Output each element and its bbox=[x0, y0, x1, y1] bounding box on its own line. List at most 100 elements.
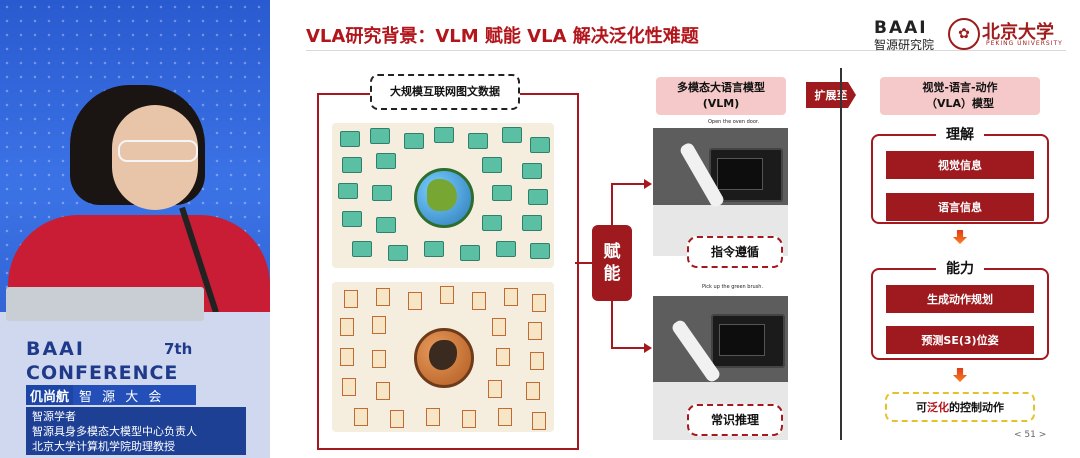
image-icon bbox=[404, 133, 424, 149]
pose-prediction-bar: 预测SE(3)位姿 bbox=[886, 326, 1034, 354]
conference-word: CONFERENCE bbox=[26, 362, 179, 384]
final-suffix: 的控制动作 bbox=[949, 401, 1004, 414]
connector-line bbox=[611, 183, 613, 225]
caption-line-3: 北京大学计算机学院助理教授 bbox=[26, 437, 246, 455]
slide-title: VLA研究背景：VLM 赋能 VLA 解决泛化性难题 bbox=[306, 26, 699, 47]
image-icon bbox=[388, 245, 408, 261]
down-arrow-icon bbox=[953, 230, 967, 244]
laptop bbox=[6, 287, 204, 321]
photo-caption-1: Open the oven door. bbox=[708, 119, 760, 125]
final-highlight: 泛化 bbox=[927, 401, 949, 414]
data-label: 大规模互联网图文数据 bbox=[370, 74, 520, 110]
globe-icon bbox=[414, 328, 474, 388]
image-icon bbox=[376, 153, 396, 169]
vertical-divider bbox=[840, 68, 842, 440]
image-icon bbox=[338, 183, 358, 199]
image-icon bbox=[522, 215, 542, 231]
baai-logo-subtitle: 智源研究院 bbox=[874, 38, 935, 52]
image-icon bbox=[424, 241, 444, 257]
document-icon bbox=[376, 288, 390, 306]
text-data-panel bbox=[332, 282, 554, 432]
image-icon bbox=[370, 128, 390, 144]
oven bbox=[711, 314, 785, 368]
generalizable-control-box: 可泛化的控制动作 bbox=[885, 392, 1035, 422]
document-icon bbox=[504, 288, 518, 306]
empower-char-1: 赋 bbox=[603, 242, 621, 262]
expand-arrow: 扩展至 bbox=[806, 82, 856, 108]
document-icon bbox=[408, 292, 422, 310]
image-icon bbox=[352, 241, 372, 257]
image-icon bbox=[530, 137, 550, 153]
understanding-title: 理解 bbox=[936, 124, 984, 144]
document-icon bbox=[498, 408, 512, 426]
glasses bbox=[118, 140, 198, 162]
image-icon bbox=[340, 131, 360, 147]
image-icon bbox=[492, 185, 512, 201]
document-icon bbox=[440, 286, 454, 304]
image-icon bbox=[372, 185, 392, 201]
image-icon bbox=[482, 157, 502, 173]
empower-block: 赋 能 bbox=[592, 225, 632, 301]
pku-logo-subtitle: PEKING UNIVERSITY bbox=[986, 40, 1063, 47]
vla-title: 视觉-语言-动作 bbox=[922, 81, 998, 94]
document-icon bbox=[344, 290, 358, 308]
connector-line bbox=[611, 183, 645, 185]
document-icon bbox=[532, 294, 546, 312]
pku-logo: 北京大学 bbox=[982, 22, 1054, 43]
oven-window bbox=[719, 324, 765, 356]
document-icon bbox=[488, 380, 502, 398]
document-icon bbox=[426, 408, 440, 426]
event-subtitle: 智 源 大 会 bbox=[73, 385, 196, 405]
connector-line bbox=[611, 301, 613, 349]
presentation-slide: VLA研究背景：VLM 赋能 VLA 解决泛化性难题 BAAI 智源研究院 ✿ … bbox=[270, 0, 1080, 458]
caption-line-2: 智源具身多模态大模型中心负责人 bbox=[26, 422, 246, 440]
conference-edition: 7th bbox=[164, 340, 193, 358]
document-icon bbox=[342, 378, 356, 396]
image-icon bbox=[460, 245, 480, 261]
speaker-name-bar: 仉尚航 智 源 大 会 bbox=[26, 385, 196, 405]
conference-brand: BAAI bbox=[26, 338, 85, 360]
language-info-bar: 语言信息 bbox=[886, 193, 1034, 221]
title-divider bbox=[306, 50, 1066, 51]
final-prefix: 可 bbox=[916, 401, 927, 414]
document-icon bbox=[530, 352, 544, 370]
speaker-video: BAAI 7th CONFERENCE 仉尚航 智 源 大 会 智源学者 智源具… bbox=[0, 0, 270, 458]
image-icon bbox=[342, 157, 362, 173]
image-icon bbox=[496, 241, 516, 257]
image-icon bbox=[434, 127, 454, 143]
vlm-subtitle: (VLM) bbox=[702, 97, 740, 110]
instruction-following-pill: 指令遵循 bbox=[687, 236, 783, 268]
document-icon bbox=[390, 410, 404, 428]
pku-seal-icon: ✿ bbox=[948, 18, 980, 50]
image-data-panel bbox=[332, 123, 554, 268]
baai-logo: BAAI bbox=[874, 18, 928, 38]
connector-line bbox=[611, 347, 645, 349]
image-icon bbox=[502, 127, 522, 143]
document-icon bbox=[372, 350, 386, 368]
document-icon bbox=[528, 322, 542, 340]
vlm-box: 多模态大语言模型 (VLM) bbox=[656, 77, 786, 115]
speaker-name: 仉尚航 bbox=[26, 385, 74, 405]
connector-line bbox=[575, 262, 592, 264]
image-icon bbox=[528, 189, 548, 205]
image-icon bbox=[468, 133, 488, 149]
caption-line-1: 智源学者 bbox=[26, 407, 246, 425]
capability-title: 能力 bbox=[936, 258, 984, 278]
action-planning-bar: 生成动作规划 bbox=[886, 285, 1034, 313]
arrow-head-icon bbox=[644, 343, 652, 353]
image-icon bbox=[342, 211, 362, 227]
document-icon bbox=[340, 348, 354, 366]
globe-icon bbox=[414, 168, 474, 228]
common-sense-reasoning-pill: 常识推理 bbox=[687, 404, 783, 436]
document-icon bbox=[372, 316, 386, 334]
document-icon bbox=[376, 382, 390, 400]
document-icon bbox=[496, 348, 510, 366]
arrow-head-icon bbox=[644, 179, 652, 189]
document-icon bbox=[354, 408, 368, 426]
vla-box: 视觉-语言-动作 （VLA）模型 bbox=[880, 77, 1040, 115]
image-icon bbox=[376, 217, 396, 233]
document-icon bbox=[526, 382, 540, 400]
document-icon bbox=[462, 410, 476, 428]
document-icon bbox=[472, 292, 486, 310]
image-icon bbox=[482, 215, 502, 231]
